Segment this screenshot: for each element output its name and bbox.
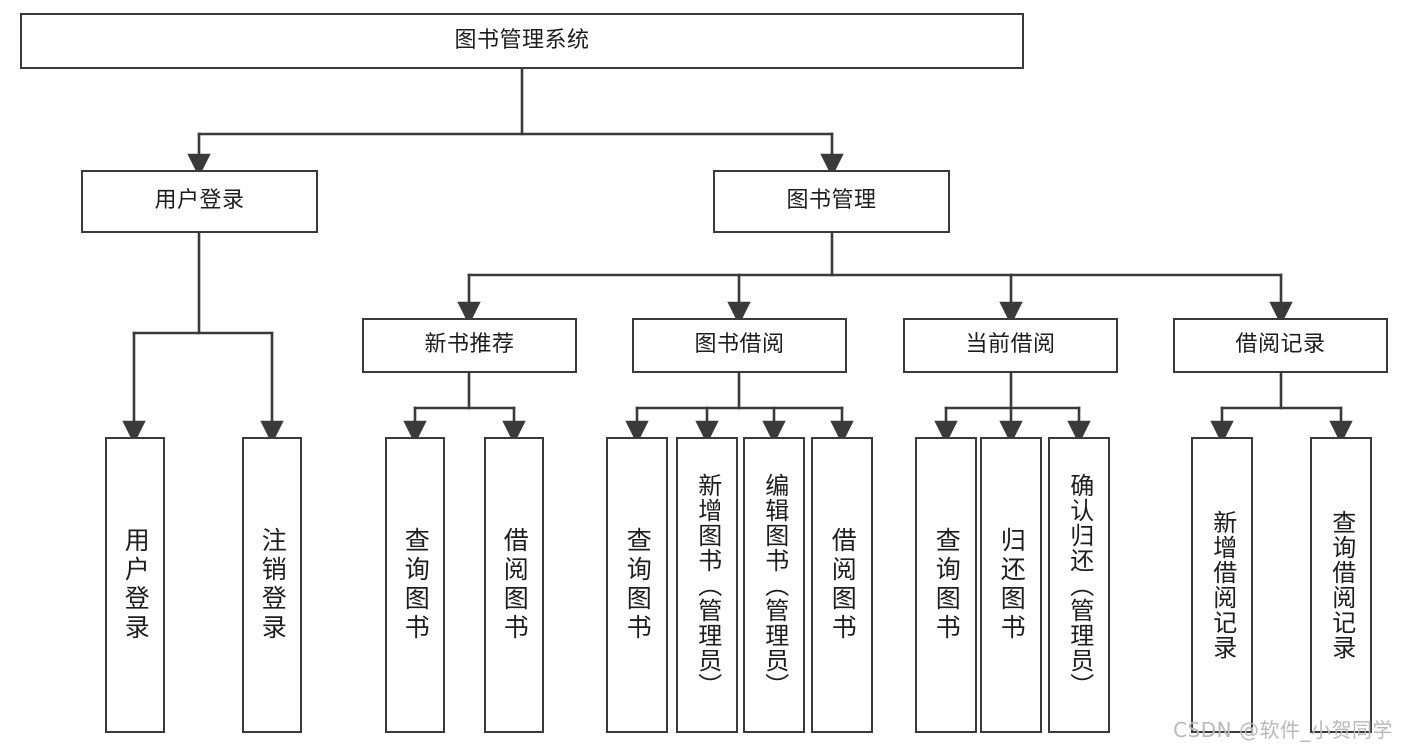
node-user-login-label: 用户登录 bbox=[154, 188, 245, 214]
node-query-book-3-label: 查询图书 bbox=[932, 527, 962, 643]
node-return-book[interactable]: 归还图书 bbox=[980, 437, 1042, 733]
node-borrow-records[interactable]: 借阅记录 bbox=[1173, 318, 1388, 373]
node-borrow-book-2-label: 借阅图书 bbox=[828, 527, 858, 643]
node-book-manage-label: 图书管理 bbox=[786, 188, 877, 214]
node-add-record-label: 新增借阅记录 bbox=[1208, 510, 1237, 660]
node-borrow-book-1-label: 借阅图书 bbox=[500, 527, 530, 643]
node-user-logout-label: 注销登录 bbox=[258, 527, 288, 643]
node-user-logout[interactable]: 注销登录 bbox=[242, 437, 302, 733]
node-book-borrow-label: 图书借阅 bbox=[694, 332, 785, 358]
node-current-borrow[interactable]: 当前借阅 bbox=[903, 318, 1118, 373]
node-edit-book-label: 编辑图书（管理员） bbox=[760, 472, 789, 698]
node-new-book-rec[interactable]: 新书推荐 bbox=[362, 318, 577, 373]
node-return-book-label: 归还图书 bbox=[997, 527, 1027, 643]
node-edit-book[interactable]: 编辑图书（管理员） bbox=[743, 437, 805, 733]
node-confirm-return-label: 确认归还（管理员） bbox=[1065, 472, 1094, 698]
node-query-record[interactable]: 查询借阅记录 bbox=[1310, 437, 1372, 733]
node-book-borrow[interactable]: 图书借阅 bbox=[632, 318, 847, 373]
node-user-login[interactable]: 用户登录 bbox=[81, 170, 318, 233]
node-add-record[interactable]: 新增借阅记录 bbox=[1191, 437, 1253, 733]
node-query-book-2-label: 查询图书 bbox=[623, 527, 653, 643]
node-query-book-2[interactable]: 查询图书 bbox=[606, 437, 668, 733]
node-root-label: 图书管理系统 bbox=[454, 27, 590, 53]
node-new-book-rec-label: 新书推荐 bbox=[424, 332, 515, 358]
node-borrow-records-label: 借阅记录 bbox=[1235, 332, 1326, 358]
node-borrow-book-2[interactable]: 借阅图书 bbox=[811, 437, 873, 733]
node-borrow-book-1[interactable]: 借阅图书 bbox=[484, 437, 544, 733]
node-confirm-return[interactable]: 确认归还（管理员） bbox=[1048, 437, 1110, 733]
node-query-record-label: 查询借阅记录 bbox=[1327, 510, 1356, 660]
node-user-login-do[interactable]: 用户登录 bbox=[105, 437, 165, 733]
node-user-login-do-label: 用户登录 bbox=[121, 527, 151, 643]
node-book-manage[interactable]: 图书管理 bbox=[713, 170, 950, 233]
node-root[interactable]: 图书管理系统 bbox=[20, 13, 1024, 69]
watermark: CSDN @软件_小贺同学 bbox=[1173, 718, 1393, 742]
node-add-book[interactable]: 新增图书（管理员） bbox=[676, 437, 738, 733]
node-add-book-label: 新增图书（管理员） bbox=[693, 472, 722, 698]
node-current-borrow-label: 当前借阅 bbox=[965, 332, 1056, 358]
node-query-book-1-label: 查询图书 bbox=[401, 527, 431, 643]
node-query-book-3[interactable]: 查询图书 bbox=[915, 437, 977, 733]
node-query-book-1[interactable]: 查询图书 bbox=[385, 437, 445, 733]
